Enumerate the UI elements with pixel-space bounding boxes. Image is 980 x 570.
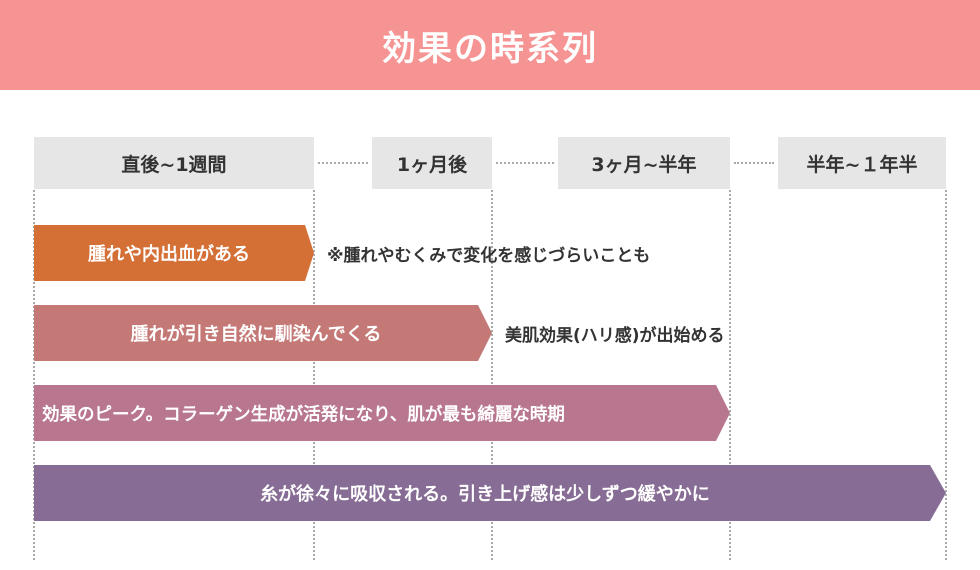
arrow-label: 効果のピーク。コラーゲン生成が活発になり、肌が最も綺麗な時期 [42,404,565,425]
note-skin-effect: 美肌効果(ハリ感)が出始める [505,326,725,346]
timeline-arrow-absorption: 糸が徐々に吸収される。引き上げ感は少しずつ緩やかに [34,465,946,521]
arrow-label: 腫れや内出血がある [88,244,250,265]
phase-half-to-1.5-years: 半年~１年半 [778,137,946,189]
dotted-connector [496,162,554,164]
arrow-label: 糸が徐々に吸収される。引き上げ感は少しずつ緩やかに [260,484,710,505]
timeline-arrow-swelling: 腫れや内出血がある [34,225,314,281]
dotted-gridline [33,190,35,560]
arrow-label: 腫れが引き自然に馴染んでくる [130,324,382,345]
dotted-connector [734,162,774,164]
title-banner: 効果の時系列 [0,0,980,90]
dotted-connector [318,162,368,164]
phase-1-month: 1ヶ月後 [372,137,492,189]
dotted-gridline [491,190,493,560]
page-title: 効果の時系列 [382,28,598,69]
timeline-arrow-peak: 効果のピーク。コラーゲン生成が活発になり、肌が最も綺麗な時期 [34,385,730,441]
dotted-gridline [729,190,731,560]
phase-immediate: 直後~1週間 [34,137,314,189]
phase-3-6-months: 3ヶ月~半年 [558,137,730,189]
note-swelling: ※腫れやむくみで変化を感じづらいことも [327,246,651,266]
dotted-gridline [313,190,315,560]
dotted-gridline [945,190,947,560]
timeline-arrow-settling: 腫れが引き自然に馴染んでくる [34,305,492,361]
